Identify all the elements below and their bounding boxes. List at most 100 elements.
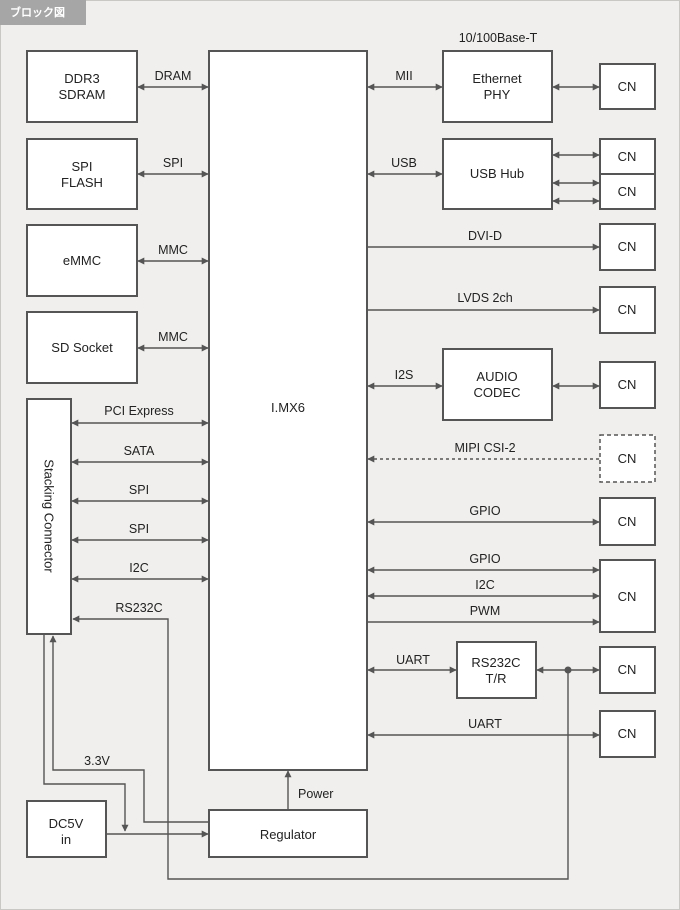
mii-link: MII bbox=[367, 69, 443, 91]
power-3v3-link: 3.3V bbox=[49, 635, 209, 823]
sata-link: SATA bbox=[71, 444, 209, 466]
dvi-d-label: DVI-D bbox=[468, 229, 502, 243]
cn-label: CN bbox=[618, 239, 637, 254]
spi-flash-signal-label: SPI bbox=[163, 156, 183, 170]
spi-link-1: SPI bbox=[71, 483, 209, 505]
spi-flash-label-line2: FLASH bbox=[61, 175, 103, 190]
i2c-left-link: I2C bbox=[71, 561, 209, 583]
usb-link: USB bbox=[367, 156, 443, 178]
pwm-label: PWM bbox=[470, 604, 501, 618]
rs232c-label: RS232C bbox=[115, 601, 162, 615]
dram-link: DRAM bbox=[137, 69, 209, 91]
pwm-link: PWM bbox=[368, 604, 600, 626]
cn-dvi-d: CN bbox=[599, 223, 656, 271]
stacking-connector-label: Stacking Connector bbox=[42, 459, 57, 573]
sd-mmc-label: MMC bbox=[158, 330, 188, 344]
imx6-label: I.MX6 bbox=[271, 400, 305, 415]
rs232c-junction-dot bbox=[564, 666, 572, 674]
cn-gpio-i2c-pwm: CN bbox=[599, 559, 656, 633]
gpio-1-link: GPIO bbox=[367, 504, 600, 526]
cn-label: CN bbox=[618, 184, 637, 199]
regulator-power-link: Power bbox=[284, 770, 333, 809]
diagram-title: ブロック図 bbox=[10, 5, 65, 19]
cn-uart: CN bbox=[599, 710, 656, 758]
mipi-csi-link: MIPI CSI-2 bbox=[367, 441, 599, 463]
mipi-label: MIPI CSI-2 bbox=[454, 441, 515, 455]
pci-express-label: PCI Express bbox=[104, 404, 173, 418]
dram-label: DRAM bbox=[155, 69, 192, 83]
power-5v-link bbox=[43, 634, 129, 832]
audio-codec-label-line2: CODEC bbox=[474, 385, 521, 400]
ethernet-phy-label-line1: Ethernet bbox=[472, 71, 522, 86]
spi-flash-block: SPI FLASH bbox=[26, 138, 138, 210]
cn-label: CN bbox=[618, 662, 637, 677]
ethernet-caption: 10/100Base-T bbox=[459, 31, 538, 45]
cn-mipi: CN bbox=[599, 434, 656, 483]
usb-hub-label: USB Hub bbox=[470, 166, 524, 181]
usb-hub-block: USB Hub bbox=[442, 138, 553, 210]
cn-ethernet: CN bbox=[599, 63, 656, 110]
sd-socket-block: SD Socket bbox=[26, 311, 138, 384]
spi-link-2: SPI bbox=[71, 522, 209, 544]
audio-codec-label-line1: AUDIO bbox=[476, 369, 517, 384]
uart-1-link: UART bbox=[367, 653, 457, 674]
sata-label: SATA bbox=[124, 444, 155, 458]
cn-label: CN bbox=[618, 589, 637, 604]
cn-label: CN bbox=[618, 302, 637, 317]
emmc-link: MMC bbox=[137, 243, 209, 265]
cn-label: CN bbox=[618, 79, 637, 94]
gpio-2-label: GPIO bbox=[469, 552, 501, 566]
gpio-2-link: GPIO bbox=[367, 552, 600, 574]
spi-1-label: SPI bbox=[129, 483, 149, 497]
rs232c-tr-label-line2: T/R bbox=[486, 671, 507, 686]
cn-label: CN bbox=[618, 726, 637, 741]
spi-flash-label-line1: SPI bbox=[72, 159, 93, 174]
sd-link: MMC bbox=[137, 330, 209, 352]
dc5v-label-line2: in bbox=[61, 832, 71, 847]
cn-label: CN bbox=[618, 514, 637, 529]
ddr3-label-line1: DDR3 bbox=[64, 71, 99, 86]
cn-usb-2: CN bbox=[599, 173, 656, 210]
lvds-label: LVDS 2ch bbox=[457, 291, 512, 305]
ddr3-sdram-block: DDR3 SDRAM bbox=[26, 50, 138, 123]
regulator-label: Regulator bbox=[260, 827, 317, 842]
ethernet-phy-label-line2: PHY bbox=[484, 87, 511, 102]
i2c-right-link: I2C bbox=[367, 578, 600, 600]
sd-socket-label: SD Socket bbox=[51, 340, 113, 355]
cn-rs232c: CN bbox=[599, 646, 656, 694]
dc5v-block: DC5V in bbox=[26, 800, 107, 858]
pci-express-link: PCI Express bbox=[71, 404, 209, 427]
rs232c-tr-label-line1: RS232C bbox=[471, 655, 520, 670]
regulator-block: Regulator bbox=[208, 809, 368, 858]
cn-label: CN bbox=[618, 377, 637, 392]
emmc-block: eMMC bbox=[26, 224, 138, 297]
i2c-right-label: I2C bbox=[475, 578, 494, 592]
spi-2-label: SPI bbox=[129, 522, 149, 536]
cn-audio: CN bbox=[599, 361, 656, 409]
emmc-mmc-label: MMC bbox=[158, 243, 188, 257]
rs232c-loop: RS232C bbox=[72, 601, 569, 880]
title-tab bbox=[0, 0, 86, 25]
i2s-link: I2S bbox=[367, 368, 443, 390]
cn-lvds: CN bbox=[599, 286, 656, 334]
mii-label: MII bbox=[395, 69, 412, 83]
rs232c-transceiver-block: RS232C T/R bbox=[456, 641, 537, 699]
dvi-d-link: DVI-D bbox=[368, 229, 600, 251]
uart-2-link: UART bbox=[367, 717, 600, 739]
cn-label: CN bbox=[618, 451, 637, 466]
v33-label: 3.3V bbox=[84, 754, 110, 768]
usb-label: USB bbox=[391, 156, 417, 170]
emmc-label: eMMC bbox=[63, 253, 101, 268]
ethernet-phy-block: Ethernet PHY bbox=[442, 50, 553, 123]
ddr3-label-line2: SDRAM bbox=[59, 87, 106, 102]
dc5v-label-line1: DC5V bbox=[49, 816, 84, 831]
gpio-1-label: GPIO bbox=[469, 504, 501, 518]
i2c-left-label: I2C bbox=[129, 561, 148, 575]
uart-2-label: UART bbox=[468, 717, 502, 731]
cn-label: CN bbox=[618, 149, 637, 164]
lvds-link: LVDS 2ch bbox=[368, 291, 600, 314]
uart-1-label: UART bbox=[396, 653, 430, 667]
audio-codec-block: AUDIO CODEC bbox=[442, 348, 553, 421]
i2s-label: I2S bbox=[395, 368, 414, 382]
